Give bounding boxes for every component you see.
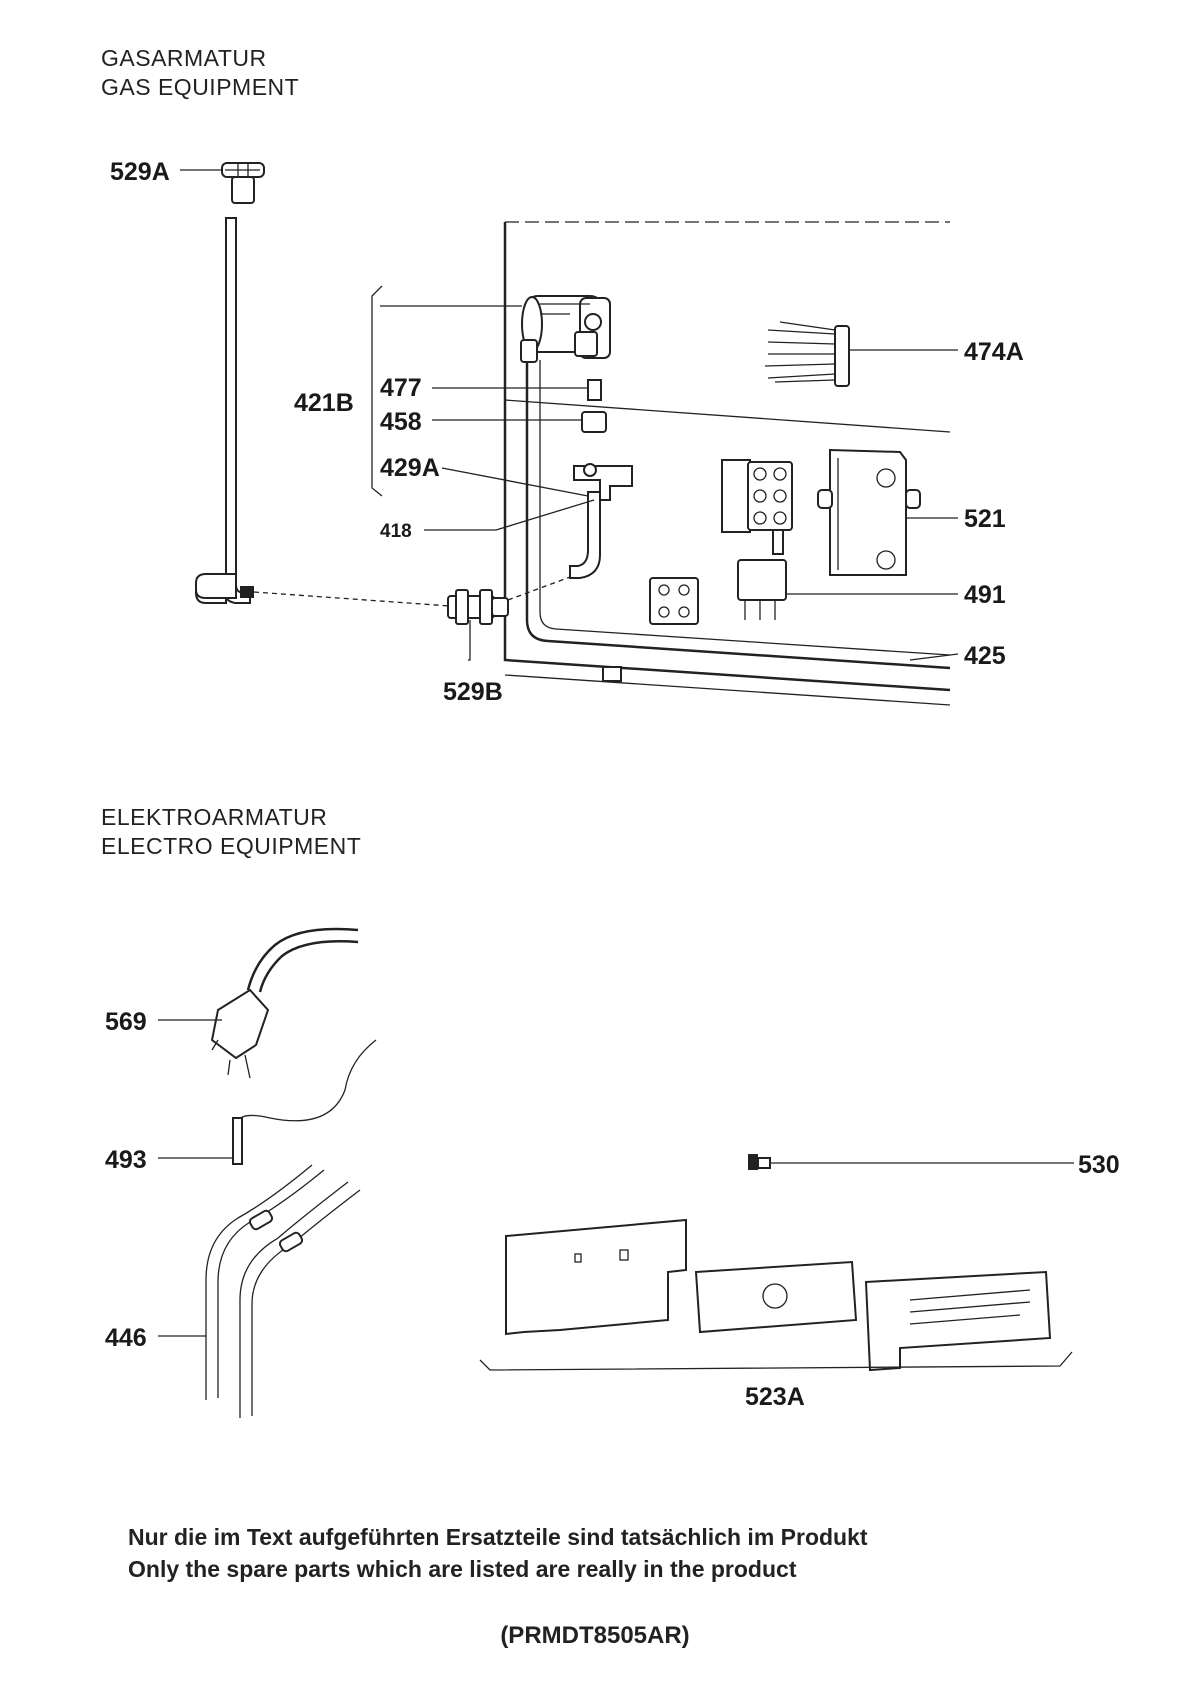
ignition-module-521	[817, 448, 921, 576]
gas-title-de: GASARMATUR	[101, 45, 267, 71]
gas-title-en: GAS EQUIPMENT	[101, 74, 300, 100]
label-529A: 529A	[110, 158, 170, 186]
electro-section-title: ELEKTROARMATUR ELECTRO EQUIPMENT	[101, 803, 361, 861]
thermocouple-pair-446	[205, 1164, 361, 1418]
electro-equipment-drawing	[158, 927, 1074, 1418]
gas-supply-pipe	[195, 217, 251, 604]
gasket-477	[587, 379, 602, 401]
terminal-block-small	[649, 577, 699, 625]
label-421B: 421B	[294, 389, 354, 417]
gas-pipe-425	[525, 360, 951, 670]
thermocouple-tube-418	[569, 491, 601, 579]
label-425: 425	[964, 642, 1006, 670]
gas-valve-421B	[520, 295, 611, 363]
control-board-left	[505, 1218, 687, 1336]
connector-530	[748, 1154, 1074, 1170]
power-plug-569	[210, 927, 359, 1079]
drain-stub	[602, 666, 622, 682]
control-board-right	[864, 1270, 1052, 1372]
label-493: 493	[105, 1146, 147, 1174]
gas-section-title: GASARMATUR GAS EQUIPMENT	[101, 44, 299, 102]
electro-title-de: ELEKTROARMATUR	[101, 804, 328, 830]
fitting-529A	[221, 162, 265, 204]
footer-note-de: Nur die im Text aufgeführten Ersatzteile…	[128, 1524, 868, 1550]
label-529B: 529B	[443, 678, 503, 706]
label-458: 458	[380, 408, 422, 436]
housing-panel	[503, 222, 951, 692]
label-418: 418	[380, 521, 412, 542]
terminal-block	[721, 459, 793, 555]
group-bracket-421B	[371, 285, 383, 497]
label-521: 521	[964, 505, 1006, 533]
label-530: 530	[1078, 1151, 1120, 1179]
label-429A: 429A	[380, 454, 440, 482]
wire-connector-474A	[764, 321, 850, 387]
footer-note-en: Only the spare parts which are listed ar…	[128, 1556, 797, 1582]
label-474A: 474A	[964, 338, 1024, 366]
control-boards-523A	[479, 1218, 1073, 1372]
label-523A: 523A	[745, 1383, 805, 1411]
nut-458	[581, 411, 607, 433]
temperature-sensor-493	[232, 1039, 377, 1165]
relay-491	[737, 559, 787, 620]
gas-equipment-drawing	[180, 162, 959, 706]
elbow-fitting-529B	[447, 589, 509, 661]
group-bracket-523A	[479, 1351, 1073, 1371]
label-491: 491	[964, 581, 1006, 609]
control-board-middle	[694, 1260, 858, 1334]
label-569: 569	[105, 1008, 147, 1036]
model-code: (PRMDT8505AR)	[500, 1622, 690, 1649]
electro-title-en: ELECTRO EQUIPMENT	[101, 833, 362, 859]
label-477: 477	[380, 374, 422, 402]
label-446: 446	[105, 1324, 147, 1352]
